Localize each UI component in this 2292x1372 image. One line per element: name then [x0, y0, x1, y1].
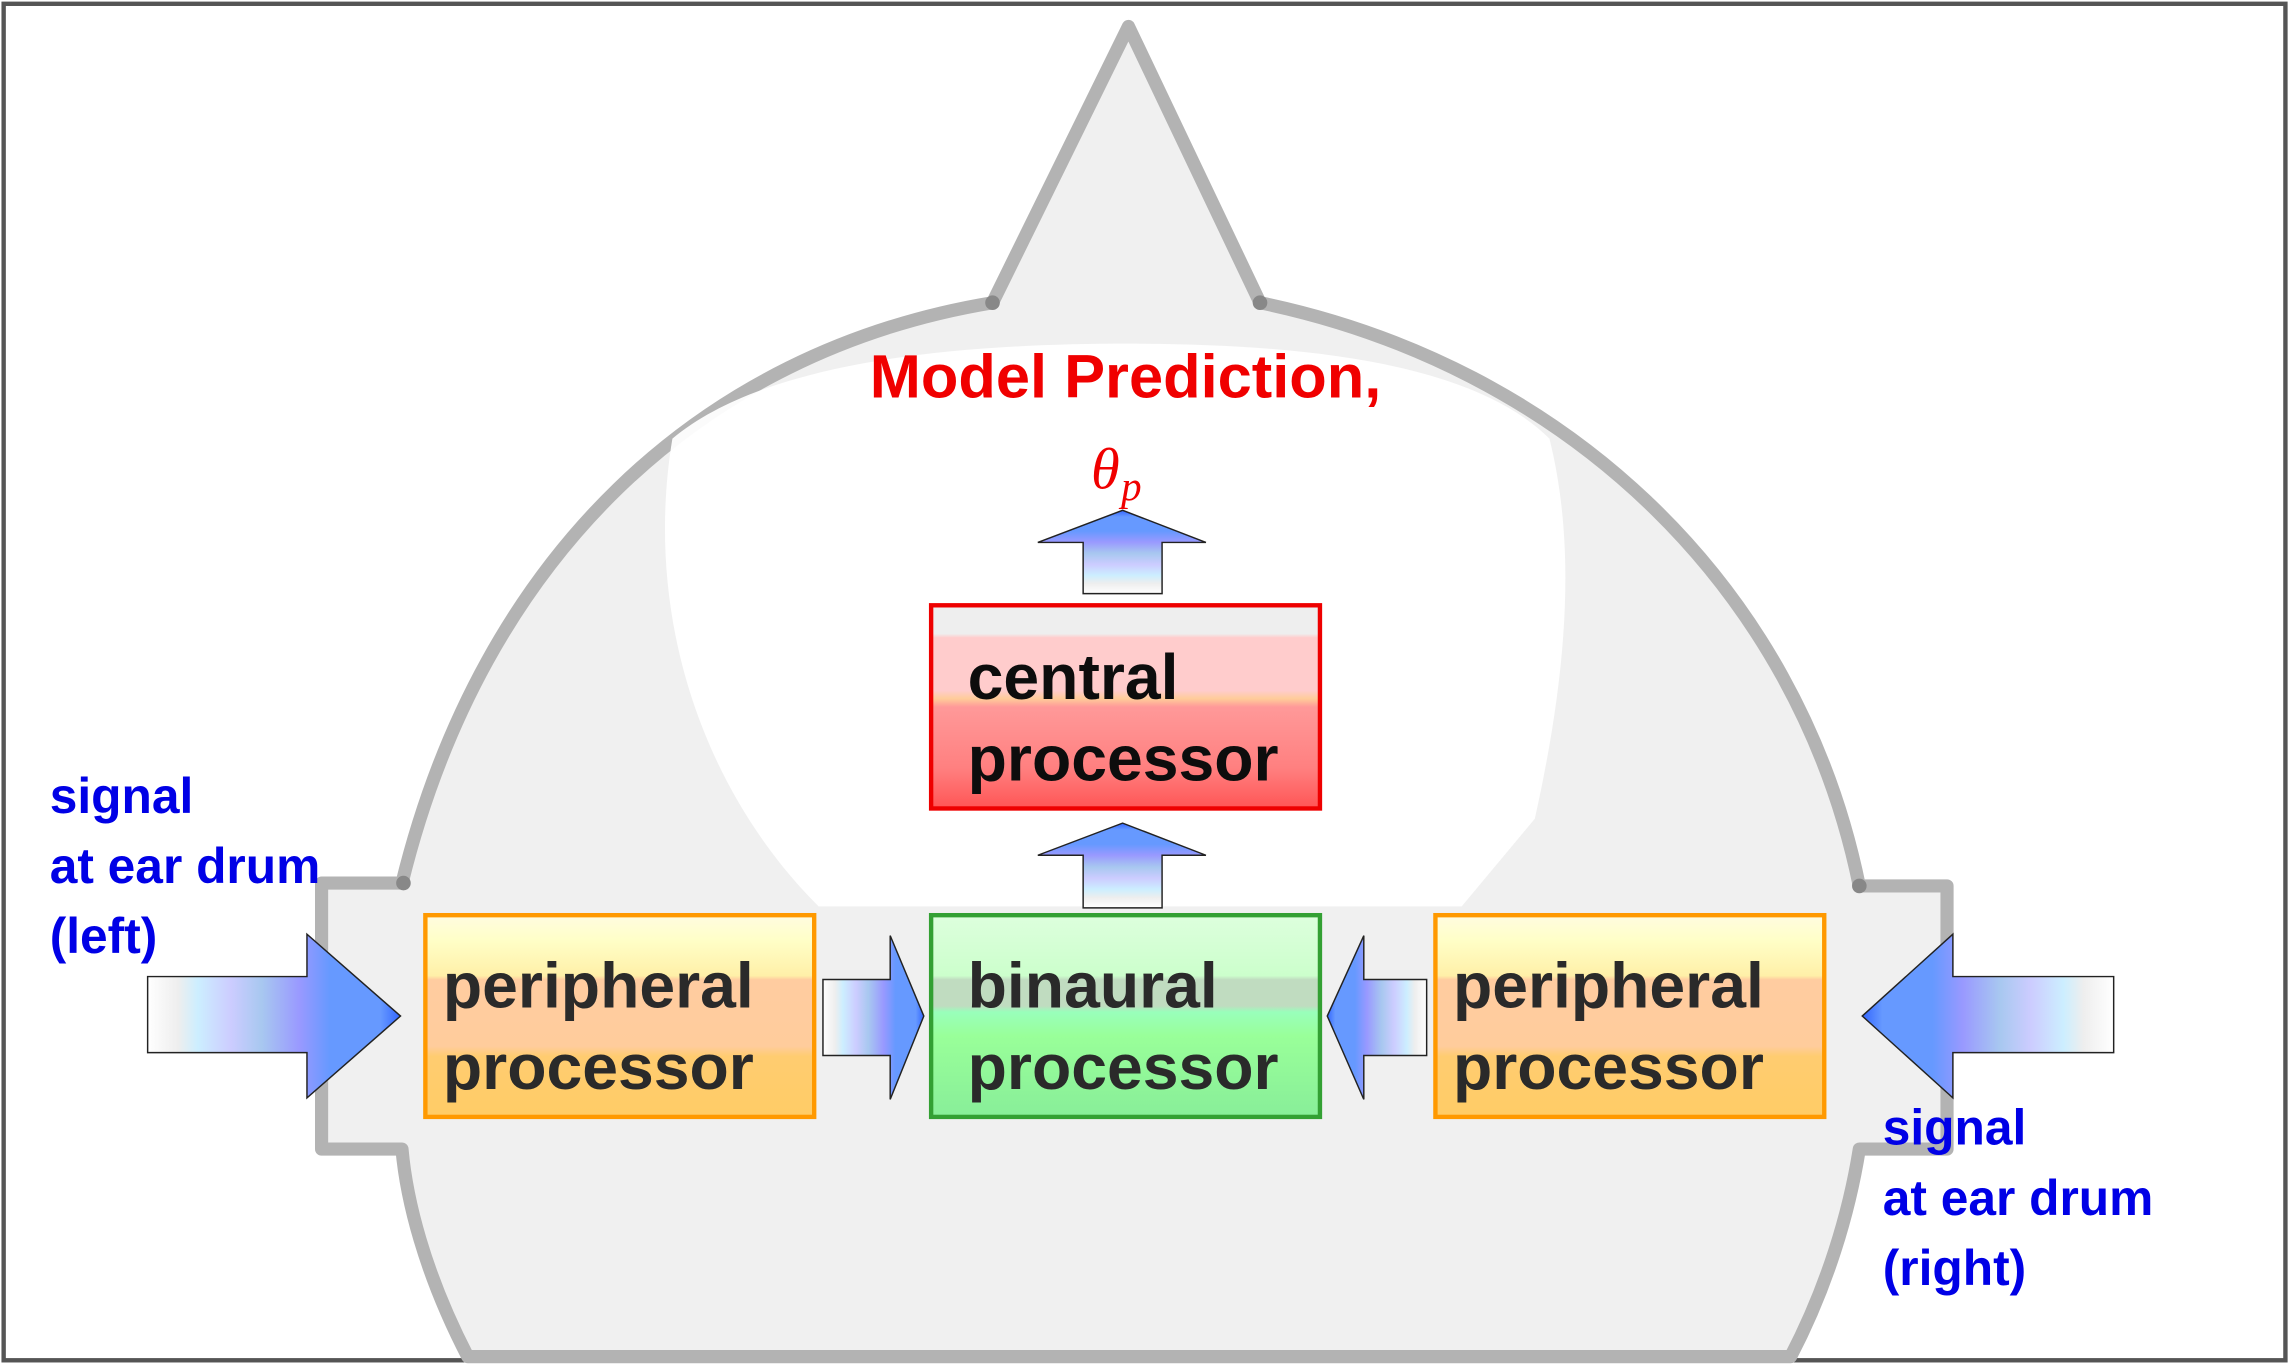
peripheral-left-label-1: peripheral [443, 949, 754, 1021]
arrow-input-left-icon [146, 932, 402, 1100]
central-processor-label-1: central [968, 641, 1179, 713]
peripheral-right-label-2: processor [1453, 1031, 1764, 1103]
model-prediction-title: Model Prediction, [870, 343, 1382, 412]
joint-dot [1852, 878, 1867, 894]
input-right-line-2: at ear drum [1883, 1170, 2154, 1226]
arrow-peripheral-left-to-binaural-icon [822, 935, 925, 1100]
peripheral-processor-left-box [423, 912, 817, 1120]
binaural-processor-box [928, 912, 1323, 1120]
theta-subscript: p [1118, 464, 1141, 509]
peripheral-processor-right-box [1433, 912, 1827, 1120]
joint-dot [396, 875, 411, 891]
input-label-right: signal at ear drum (right) [1883, 1100, 2154, 1296]
arrow-up-binaural-to-central-icon [1037, 822, 1207, 909]
central-processor-block: central processor [928, 603, 1323, 811]
input-left-line-1: signal [50, 768, 194, 824]
theta-symbol: θ [1091, 436, 1120, 501]
theta-p-symbol: θ p [1091, 436, 1142, 509]
input-left-line-3: (left) [50, 908, 158, 964]
input-left-line-2: at ear drum [50, 838, 321, 894]
arrow-input-right-icon [1861, 932, 2115, 1100]
input-right-line-1: signal [1883, 1100, 2027, 1156]
joint-dot [1252, 295, 1268, 311]
binaural-processor-label-2: processor [968, 1031, 1279, 1103]
central-processor-label-2: processor [968, 723, 1279, 795]
peripheral-processor-left-block: peripheral processor [423, 912, 817, 1120]
central-processor-box [928, 603, 1323, 811]
peripheral-right-label-1: peripheral [1453, 949, 1764, 1021]
arrow-peripheral-right-to-binaural-icon [1326, 935, 1428, 1100]
input-label-left: signal at ear drum (left) [50, 768, 321, 964]
binaural-processor-label-1: binaural [968, 949, 1218, 1021]
peripheral-processor-right-block: peripheral processor [1433, 912, 1827, 1120]
binaural-processor-block: binaural processor [928, 912, 1323, 1120]
joint-dot [985, 295, 1000, 311]
input-right-line-3: (right) [1883, 1240, 2026, 1296]
peripheral-left-label-2: processor [443, 1031, 754, 1103]
arrow-up-output-icon [1037, 509, 1207, 595]
